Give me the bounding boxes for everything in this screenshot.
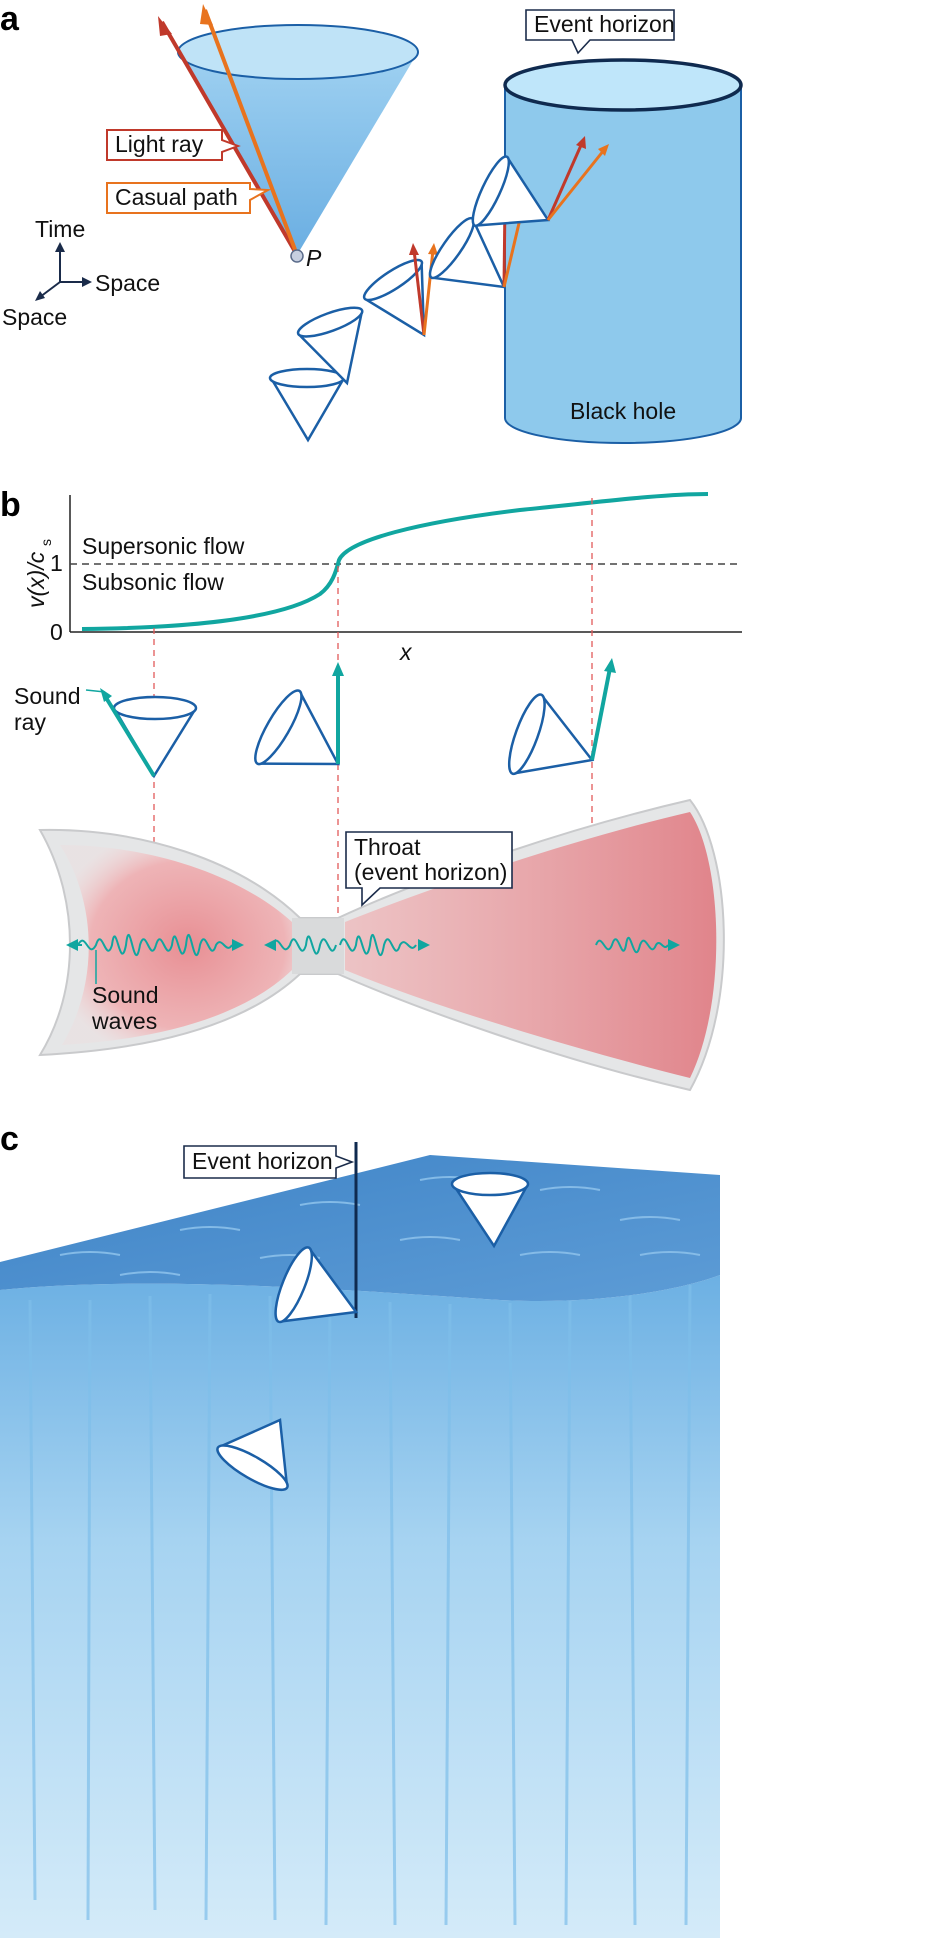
panel-c-letter: c <box>0 1120 19 1158</box>
throat-label-1: Throat <box>354 834 421 860</box>
cone-inside-causal-path <box>546 149 606 221</box>
velocity-profile-curve <box>81 492 709 631</box>
light-ray-label: Light ray <box>115 131 204 157</box>
x-axis-label: x <box>399 639 413 665</box>
waterfall-face <box>0 1275 720 1938</box>
panel-a-letter: a <box>0 0 20 38</box>
cone-sequence <box>268 136 609 443</box>
sound-cone-subsonic <box>85 688 198 779</box>
event-horizon-callout-a: Event horizon <box>525 9 675 55</box>
axis-space-x-label: Space <box>95 270 160 296</box>
panel-b: b 1 0 x v(x)/c s Supersonic flow Subsoni… <box>0 486 742 1092</box>
water-cone-horizon <box>274 1246 359 1324</box>
sound-waves-label-1: Sound <box>92 982 159 1008</box>
axis-time-label: Time <box>35 216 85 242</box>
supersonic-label: Supersonic flow <box>82 533 245 559</box>
causal-path-line <box>203 9 299 256</box>
black-hole-label: Black hole <box>570 398 676 424</box>
sound-ray-label-1: Sound <box>14 683 81 709</box>
cone-inside-light-ray <box>546 142 584 221</box>
sound-waves <box>66 934 680 984</box>
cone-inside <box>471 155 551 228</box>
cone-tilt-1 <box>296 306 364 386</box>
causal-path-arrowhead <box>200 4 213 25</box>
sound-ray-supersonic <box>590 667 612 761</box>
cone-tilt-2-light-ray <box>412 249 426 336</box>
y-axis-label-sub: s <box>38 539 54 546</box>
point-p-marker <box>290 249 304 263</box>
throat-callout: Throat (event horizon) <box>345 831 513 907</box>
sound-cone-throat <box>254 689 341 766</box>
panel-b-letter: b <box>0 486 21 524</box>
sound-cone-supersonic <box>507 693 595 776</box>
panel-c: c <box>0 1120 720 1938</box>
y-axis-label: v(x)/c s <box>23 539 54 608</box>
axis-space-z-label: Space <box>2 304 67 330</box>
spacetime-axes <box>35 242 92 301</box>
y-tick-0: 0 <box>50 619 63 645</box>
panel-a: a P Light ray Casual path <box>0 0 743 444</box>
cone-upright <box>268 367 346 443</box>
black-hole-cylinder <box>503 58 743 444</box>
laval-nozzle <box>38 798 725 1092</box>
event-horizon-ring <box>503 58 743 112</box>
light-ray-callout: Light ray <box>106 129 241 161</box>
event-horizon-label-a: Event horizon <box>534 11 675 37</box>
y-tick-1: 1 <box>50 550 63 576</box>
light-ray-line <box>160 20 299 257</box>
event-horizon-callout-c: Event horizon <box>183 1145 355 1179</box>
y-axis-label-main: v(x)/c <box>23 551 49 608</box>
sound-ray-label-2: ray <box>14 709 46 735</box>
water-cone-falling <box>216 1418 289 1492</box>
water-surface <box>0 1155 720 1301</box>
throat-label-2: (event horizon) <box>354 859 507 885</box>
subsonic-label: Subsonic flow <box>82 569 224 595</box>
water-cone-upstream <box>450 1171 530 1249</box>
casual-path-callout: Casual path <box>106 182 272 214</box>
cone-tilt-2-causal-path <box>422 249 435 336</box>
cone-tilt-2 <box>362 258 426 338</box>
sound-waves-label-2: waves <box>91 1008 157 1034</box>
waterfall-streaks <box>28 1284 692 1926</box>
event-horizon-label-c: Event horizon <box>192 1148 333 1174</box>
point-p-label: P <box>306 245 322 271</box>
casual-path-label: Casual path <box>115 184 238 210</box>
light-ray-arrowhead <box>158 16 172 36</box>
